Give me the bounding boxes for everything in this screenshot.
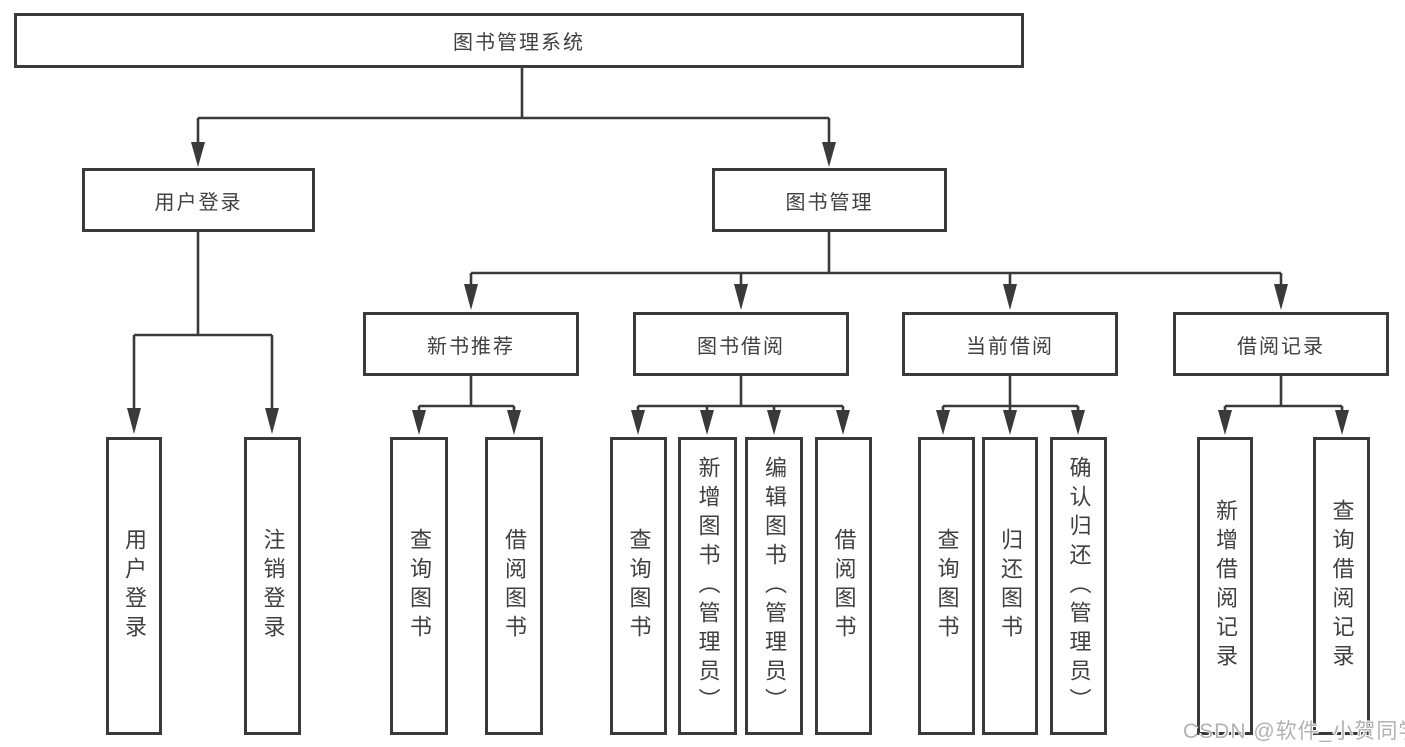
node-label: 图书借阅 [697, 335, 785, 358]
node-borrow-records: 借阅记录 [1173, 312, 1389, 376]
node-label: 编辑图书（管理员） [762, 455, 787, 717]
leaf-recommend-borrow-books: 借阅图书 [485, 437, 543, 735]
connectors-new-book-recommend-children [412, 376, 521, 435]
node-label: 借阅记录 [1237, 335, 1325, 358]
node-new-book-recommend: 新书推荐 [363, 312, 579, 376]
leaf-user-login: 用户登录 [106, 437, 162, 735]
node-book-borrow: 图书借阅 [633, 312, 849, 376]
node-current-borrow: 当前借阅 [902, 312, 1118, 376]
node-label: 注销登录 [260, 528, 286, 644]
leaf-borrow-books: 借阅图书 [815, 437, 872, 735]
node-label: 借阅图书 [502, 528, 527, 644]
node-label: 归还图书 [998, 528, 1023, 644]
node-library-management-system: 图书管理系统 [14, 13, 1024, 68]
leaf-query-borrow-record: 查询借阅记录 [1313, 437, 1370, 735]
node-label: 新书推荐 [427, 335, 515, 358]
leaf-logout-login: 注销登录 [244, 437, 301, 735]
leaf-add-borrow-record: 新增借阅记录 [1197, 437, 1253, 735]
node-user-login: 用户登录 [82, 168, 315, 232]
leaf-add-books-admin: 新增图书（管理员） [678, 437, 737, 735]
node-label: 新增借阅记录 [1213, 499, 1238, 673]
node-label: 查询图书 [626, 528, 652, 644]
node-label: 查询借阅记录 [1329, 499, 1355, 673]
leaf-recommend-query-books: 查询图书 [390, 437, 448, 735]
connectors-book-borrow-children [631, 376, 850, 435]
connectors-user-login-children [127, 232, 279, 434]
node-label: 确认归还（管理员） [1066, 455, 1092, 717]
node-label: 用户登录 [122, 528, 147, 644]
node-label: 新增图书（管理员） [695, 455, 721, 717]
connectors-borrow-records-children [1218, 376, 1349, 435]
node-label: 图书管理 [785, 191, 874, 214]
csdn-watermark: CSDN @软件_小贺同学 [1183, 720, 1405, 743]
connectors-book-management-children [464, 232, 1288, 310]
leaf-current-query-books: 查询图书 [918, 437, 975, 735]
leaf-edit-books-admin: 编辑图书（管理员） [745, 437, 803, 735]
node-label: 用户登录 [154, 191, 243, 214]
node-label: 查询图书 [934, 528, 960, 644]
leaf-return-books: 归还图书 [982, 437, 1038, 735]
node-label: 图书管理系统 [453, 32, 585, 54]
connectors-current-borrow-children [936, 376, 1085, 435]
node-label: 查询图书 [407, 528, 432, 644]
node-book-management: 图书管理 [712, 168, 947, 232]
node-label: 借阅图书 [831, 528, 857, 644]
leaf-confirm-return-admin: 确认归还（管理员） [1050, 437, 1107, 735]
node-label: 当前借阅 [966, 335, 1054, 358]
leaf-borrow-query-books: 查询图书 [610, 437, 667, 735]
connectors-root-to-level2 [191, 68, 836, 167]
